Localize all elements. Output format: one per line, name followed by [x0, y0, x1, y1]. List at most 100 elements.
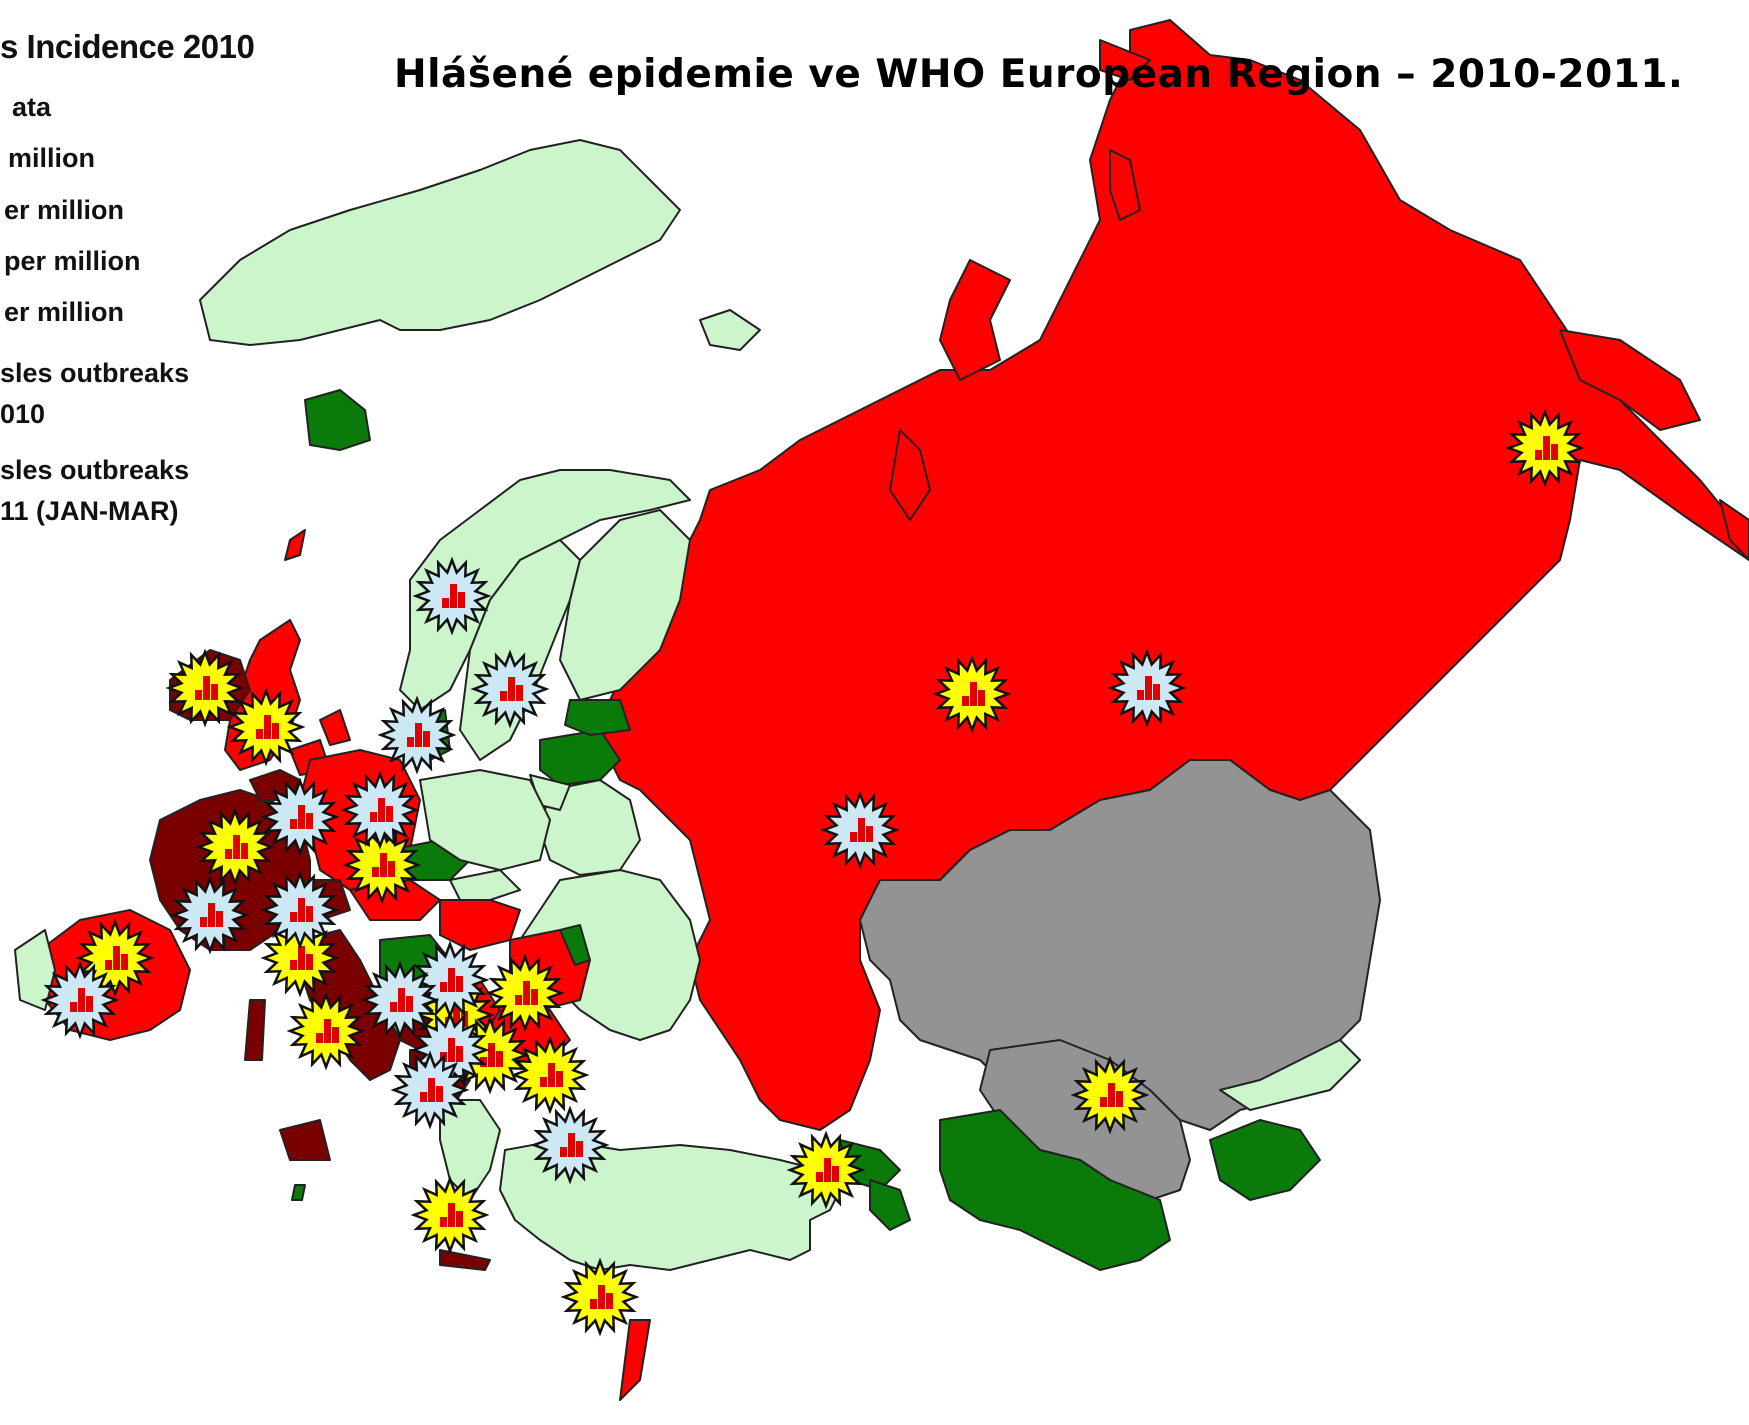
bar-chart-icon-bar — [298, 805, 305, 829]
bar-chart-icon-bar — [1100, 1097, 1107, 1107]
bar-chart-icon-bar — [456, 976, 463, 992]
outbreak-marker-2011 — [260, 777, 340, 857]
outbreak-marker-2011 — [1107, 648, 1187, 728]
bar-chart-icon-bar — [105, 960, 112, 970]
bar-chart-icon-bar — [970, 682, 977, 706]
bar-chart-icon-bar — [560, 1147, 567, 1157]
bar-chart-icon-bar — [516, 685, 523, 701]
country-cyprus — [619, 1319, 651, 1401]
country-malta — [291, 1184, 306, 1201]
bar-chart-icon-bar — [113, 946, 120, 970]
country-azerbaijan — [869, 1179, 911, 1231]
country-poland — [419, 769, 551, 871]
bar-chart-icon-bar — [448, 968, 455, 992]
country-svalbard — [699, 309, 761, 351]
bar-chart-icon-bar — [453, 1003, 460, 1027]
bar-chart-icon-bar — [508, 677, 515, 701]
outbreak-marker-2011 — [530, 1105, 610, 1185]
country-sardinia — [244, 999, 266, 1061]
bar-chart-icon-bar — [256, 729, 263, 739]
bar-chart-icon-bar — [1551, 444, 1558, 460]
bar-chart-icon-bar — [298, 898, 305, 922]
legend-item-no-data: ata — [12, 92, 52, 122]
bar-chart-icon-bar — [598, 1285, 605, 1309]
bar-chart-icon-bar — [500, 691, 507, 701]
outbreak-marker-2010 — [560, 1257, 640, 1337]
country-corsica — [279, 1119, 331, 1161]
bar-chart-icon-bar — [380, 853, 387, 877]
bar-chart-icon-bar — [78, 988, 85, 1012]
outbreak-marker-2010 — [195, 807, 275, 887]
outbreak-marker-2010 — [510, 1035, 590, 1115]
bar-chart-icon-bar — [388, 861, 395, 877]
bar-chart-icon-bar — [386, 806, 393, 822]
country-russia-island-a — [889, 429, 931, 521]
country-tajikistan — [1209, 1119, 1321, 1201]
bar-chart-icon-bar — [306, 906, 313, 922]
legend-item-outbreaks-2010-year: 010 — [0, 399, 46, 429]
legend-item-level-3: per million — [4, 246, 141, 276]
country-kyrgyzstan — [1219, 1039, 1361, 1111]
outbreak-marker-2011 — [360, 960, 440, 1040]
bar-chart-icon-bar — [1535, 450, 1542, 460]
country-slovakia — [449, 869, 521, 901]
country-faroe — [284, 529, 306, 561]
outbreak-marker-2011 — [390, 1050, 470, 1130]
bar-chart-icon-bar — [832, 1166, 839, 1182]
bar-chart-icon-bar — [211, 684, 218, 700]
country-iceland — [304, 389, 371, 451]
bar-chart-icon-bar — [480, 1057, 487, 1067]
bar-chart-icon-bar — [496, 1051, 503, 1067]
country-russia-sakhalin — [1719, 499, 1749, 561]
country-russia-island-b — [1109, 149, 1141, 221]
country-moldova — [559, 924, 591, 966]
bar-chart-icon-bar — [216, 911, 223, 927]
country-estonia — [564, 699, 631, 736]
bar-chart-icon-bar — [195, 690, 202, 700]
outbreak-marker-2011 — [260, 870, 340, 950]
bar-chart-icon-bar — [1116, 1091, 1123, 1107]
bar-chart-icon-bar — [390, 1002, 397, 1012]
bar-chart-icon-bar — [440, 1217, 447, 1227]
country-hungary — [439, 899, 521, 951]
bar-chart-icon-bar — [962, 696, 969, 706]
outbreak-markers — [40, 408, 1585, 1337]
country-finland — [559, 509, 691, 701]
bar-chart-icon-bar — [241, 843, 248, 859]
outbreak-marker-2010 — [75, 918, 155, 998]
bar-chart-icon-bar — [442, 598, 449, 608]
bar-chart-icon-bar — [440, 982, 447, 992]
bar-chart-icon-bar — [866, 826, 873, 842]
bar-chart-icon-bar — [576, 1141, 583, 1157]
outbreak-marker-2011 — [377, 695, 457, 775]
outbreak-marker-2011 — [170, 875, 250, 955]
outbreak-marker-2010 — [410, 1175, 490, 1255]
bar-chart-icon-bar — [448, 1038, 455, 1062]
bar-chart-icon-bar — [978, 690, 985, 706]
country-crete — [439, 1249, 491, 1271]
outbreak-marker-2011 — [470, 649, 550, 729]
outbreak-marker-2010 — [485, 953, 565, 1033]
bar-chart-icon-bar — [306, 813, 313, 829]
bar-chart-icon-bar — [264, 715, 271, 739]
bar-chart-icon-bar — [225, 849, 232, 859]
bar-chart-icon-bar — [208, 903, 215, 927]
bar-chart-icon-bar — [290, 960, 297, 970]
bar-chart-icon-bar — [372, 867, 379, 877]
bar-chart-icon-bar — [298, 946, 305, 970]
bar-chart-icon-bar — [200, 917, 207, 927]
bar-chart-icon-bar — [332, 1027, 339, 1043]
outbreak-marker-2010 — [1505, 408, 1585, 488]
bar-chart-icon-bar — [858, 818, 865, 842]
bar-chart-icon-bar — [515, 995, 522, 1005]
bar-chart-icon-bar — [398, 988, 405, 1012]
bar-chart-icon-bar — [590, 1299, 597, 1309]
legend-item-outbreaks-2011: sles outbreaks — [0, 455, 190, 485]
bar-chart-icon-bar — [458, 592, 465, 608]
outbreak-marker-2010 — [932, 654, 1012, 734]
bar-chart-icon-bar — [306, 954, 313, 970]
bar-chart-icon-bar — [456, 1211, 463, 1227]
bar-chart-icon-bar — [423, 731, 430, 747]
bar-chart-icon-bar — [556, 1071, 563, 1087]
bar-chart-icon-bar — [606, 1293, 613, 1309]
